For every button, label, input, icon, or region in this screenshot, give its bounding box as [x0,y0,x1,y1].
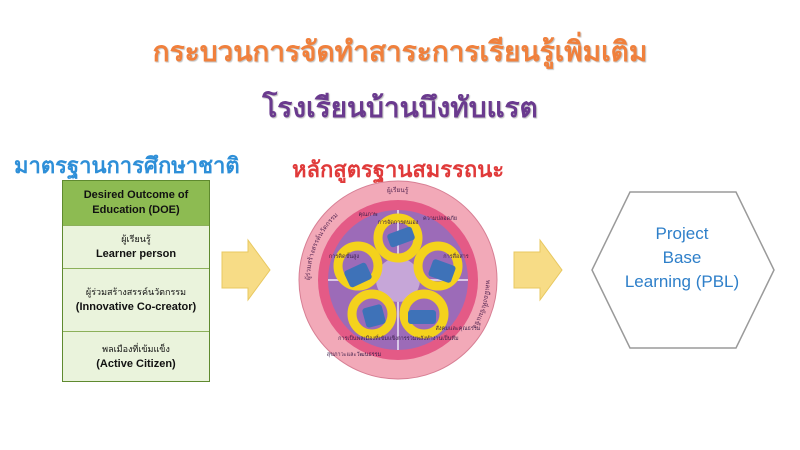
school-title: โรงเรียนบ้านบึงทับแรต [262,91,538,124]
wheel-ring [399,289,449,339]
blue-panel-group [344,226,456,328]
wheel-label-communication: การสื่อสาร [443,252,468,260]
yellow-ring-group [333,213,463,339]
wheel-panel [344,262,372,288]
doe-row-innovator: ผู้ร่วมสร้างสรรค์นวัตกรรม (Innovative Co… [63,269,209,332]
pbl-line3: Learning (PBL) [624,272,740,291]
doe-row-english: (Active Citizen) [96,357,176,370]
arrow-right-icon [221,238,271,302]
competency-wheel: ผู้ร่วมสร้างสรรค์นวัตกรรม ผู้เรียนรู้ พล… [298,180,498,380]
doe-header-line2: Education (DOE) [92,204,180,216]
wheel-ring [373,213,423,263]
wheel-panel [362,304,386,328]
arrow-right-icon [513,238,563,302]
wheel-label-health: สุขภาวะและวัฒนธรรม [327,351,382,358]
doe-row-learner: ผู้เรียนรู้ Learner person [63,226,209,269]
pbl-line1: Project [655,224,709,243]
national-standard-heading: มาตรฐานการศึกษาชาติ [14,154,240,179]
wheel-core [376,258,420,302]
wheel-outer-text: ผู้เรียนรู้ [386,186,409,195]
doe-row-english: (Innovative Co-creator) [75,301,197,313]
wheel-ring [333,241,383,291]
doe-table: Desired Outcome of Education (DOE) ผู้เร… [62,180,210,382]
doe-row-thai: พลเมืองที่เข้มแข็ง [102,343,170,354]
doe-row-citizen: พลเมืองที่เข้มแข็ง (Active Citizen) [63,332,209,381]
main-title: กระบวนการจัดทำสาระการเรียนรู้เพิ่มเติม [152,35,648,68]
pbl-label: Project Base Learning (PBL) [598,222,766,294]
wheel-panel [408,310,436,324]
wheel-label-society: สังคมและคุณธรรม [436,325,481,332]
wheel-ring [413,241,463,291]
pbl-hexagon [591,191,775,349]
doe-row-english: Learner person [95,248,177,260]
pbl-line2: Base [662,248,702,267]
doe-row-thai: ผู้เรียนรู้ [121,234,151,244]
wheel-panel [387,226,415,248]
wheel-label-safety: ความปลอดภัย [423,215,457,222]
doe-header-line1: Desired Outcome of [83,189,189,201]
wheel-ring [347,289,397,339]
wheel-label-higher-thinking: การคิดขั้นสูง [329,252,360,260]
wheel-label-active-citizen: การเป็นพลเมืองที่เข้มแข็ง [338,334,398,342]
wheel-label-self-management: การจัดการตนเอง [378,219,419,226]
doe-row-thai: ผู้ร่วมสร้างสรรค์นวัตกรรม [85,287,187,297]
competency-curriculum-heading: หลักสูตรฐานสมรรถนะ [292,158,505,183]
wheel-label-quality: คุณภาพ [358,212,377,218]
wheel-label-teamwork: การรวมพลังทำงานเป็นทีม [397,334,459,342]
doe-table-header: Desired Outcome of Education (DOE) [63,181,209,226]
wheel-panel [428,259,456,283]
